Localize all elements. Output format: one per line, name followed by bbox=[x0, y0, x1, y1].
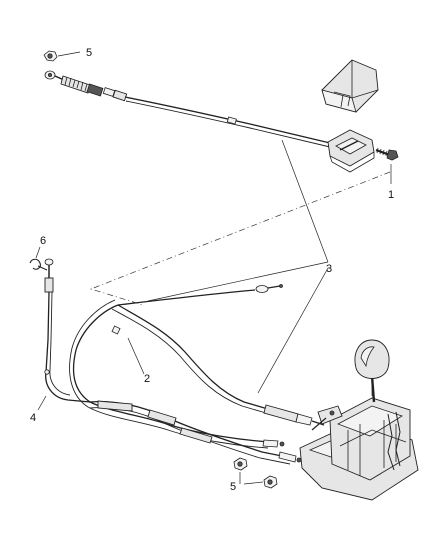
leader-4 bbox=[37, 395, 47, 411]
nut-bottom-1 bbox=[233, 457, 248, 471]
callout-3: 3 bbox=[326, 263, 332, 275]
leader-3 bbox=[147, 139, 329, 394]
lower-shift-cable bbox=[69, 284, 325, 465]
shift-knob bbox=[354, 339, 390, 379]
callout-2: 2 bbox=[144, 373, 150, 385]
cable-end-right bbox=[117, 284, 283, 306]
nut-bottom-2 bbox=[263, 475, 278, 489]
callout-5-top: 5 bbox=[86, 47, 92, 59]
cable-end-eyelet bbox=[44, 70, 65, 81]
callout-5-bottom: 5 bbox=[230, 481, 236, 493]
upper-shift-cable bbox=[43, 50, 399, 173]
callout-1: 1 bbox=[388, 189, 394, 201]
nut-top-left bbox=[43, 50, 58, 62]
leader-5-bottom-b bbox=[243, 481, 264, 485]
callout-6: 6 bbox=[40, 235, 46, 247]
shifter-housing-cover bbox=[321, 59, 379, 113]
cable-sleeve bbox=[263, 404, 325, 426]
leader-6 bbox=[35, 246, 41, 259]
retaining-clip bbox=[29, 258, 48, 271]
callout-4: 4 bbox=[30, 412, 36, 424]
cable-bracket bbox=[327, 129, 375, 173]
gear-shifter-assembly bbox=[299, 339, 419, 501]
leader-5-top bbox=[57, 51, 81, 57]
lower-cable-ends bbox=[262, 439, 302, 463]
mounting-bolt bbox=[375, 147, 399, 161]
leader-2 bbox=[127, 337, 145, 375]
reference-line bbox=[89, 171, 391, 306]
park-lock-cable bbox=[44, 258, 91, 403]
cable-boot bbox=[60, 75, 128, 102]
